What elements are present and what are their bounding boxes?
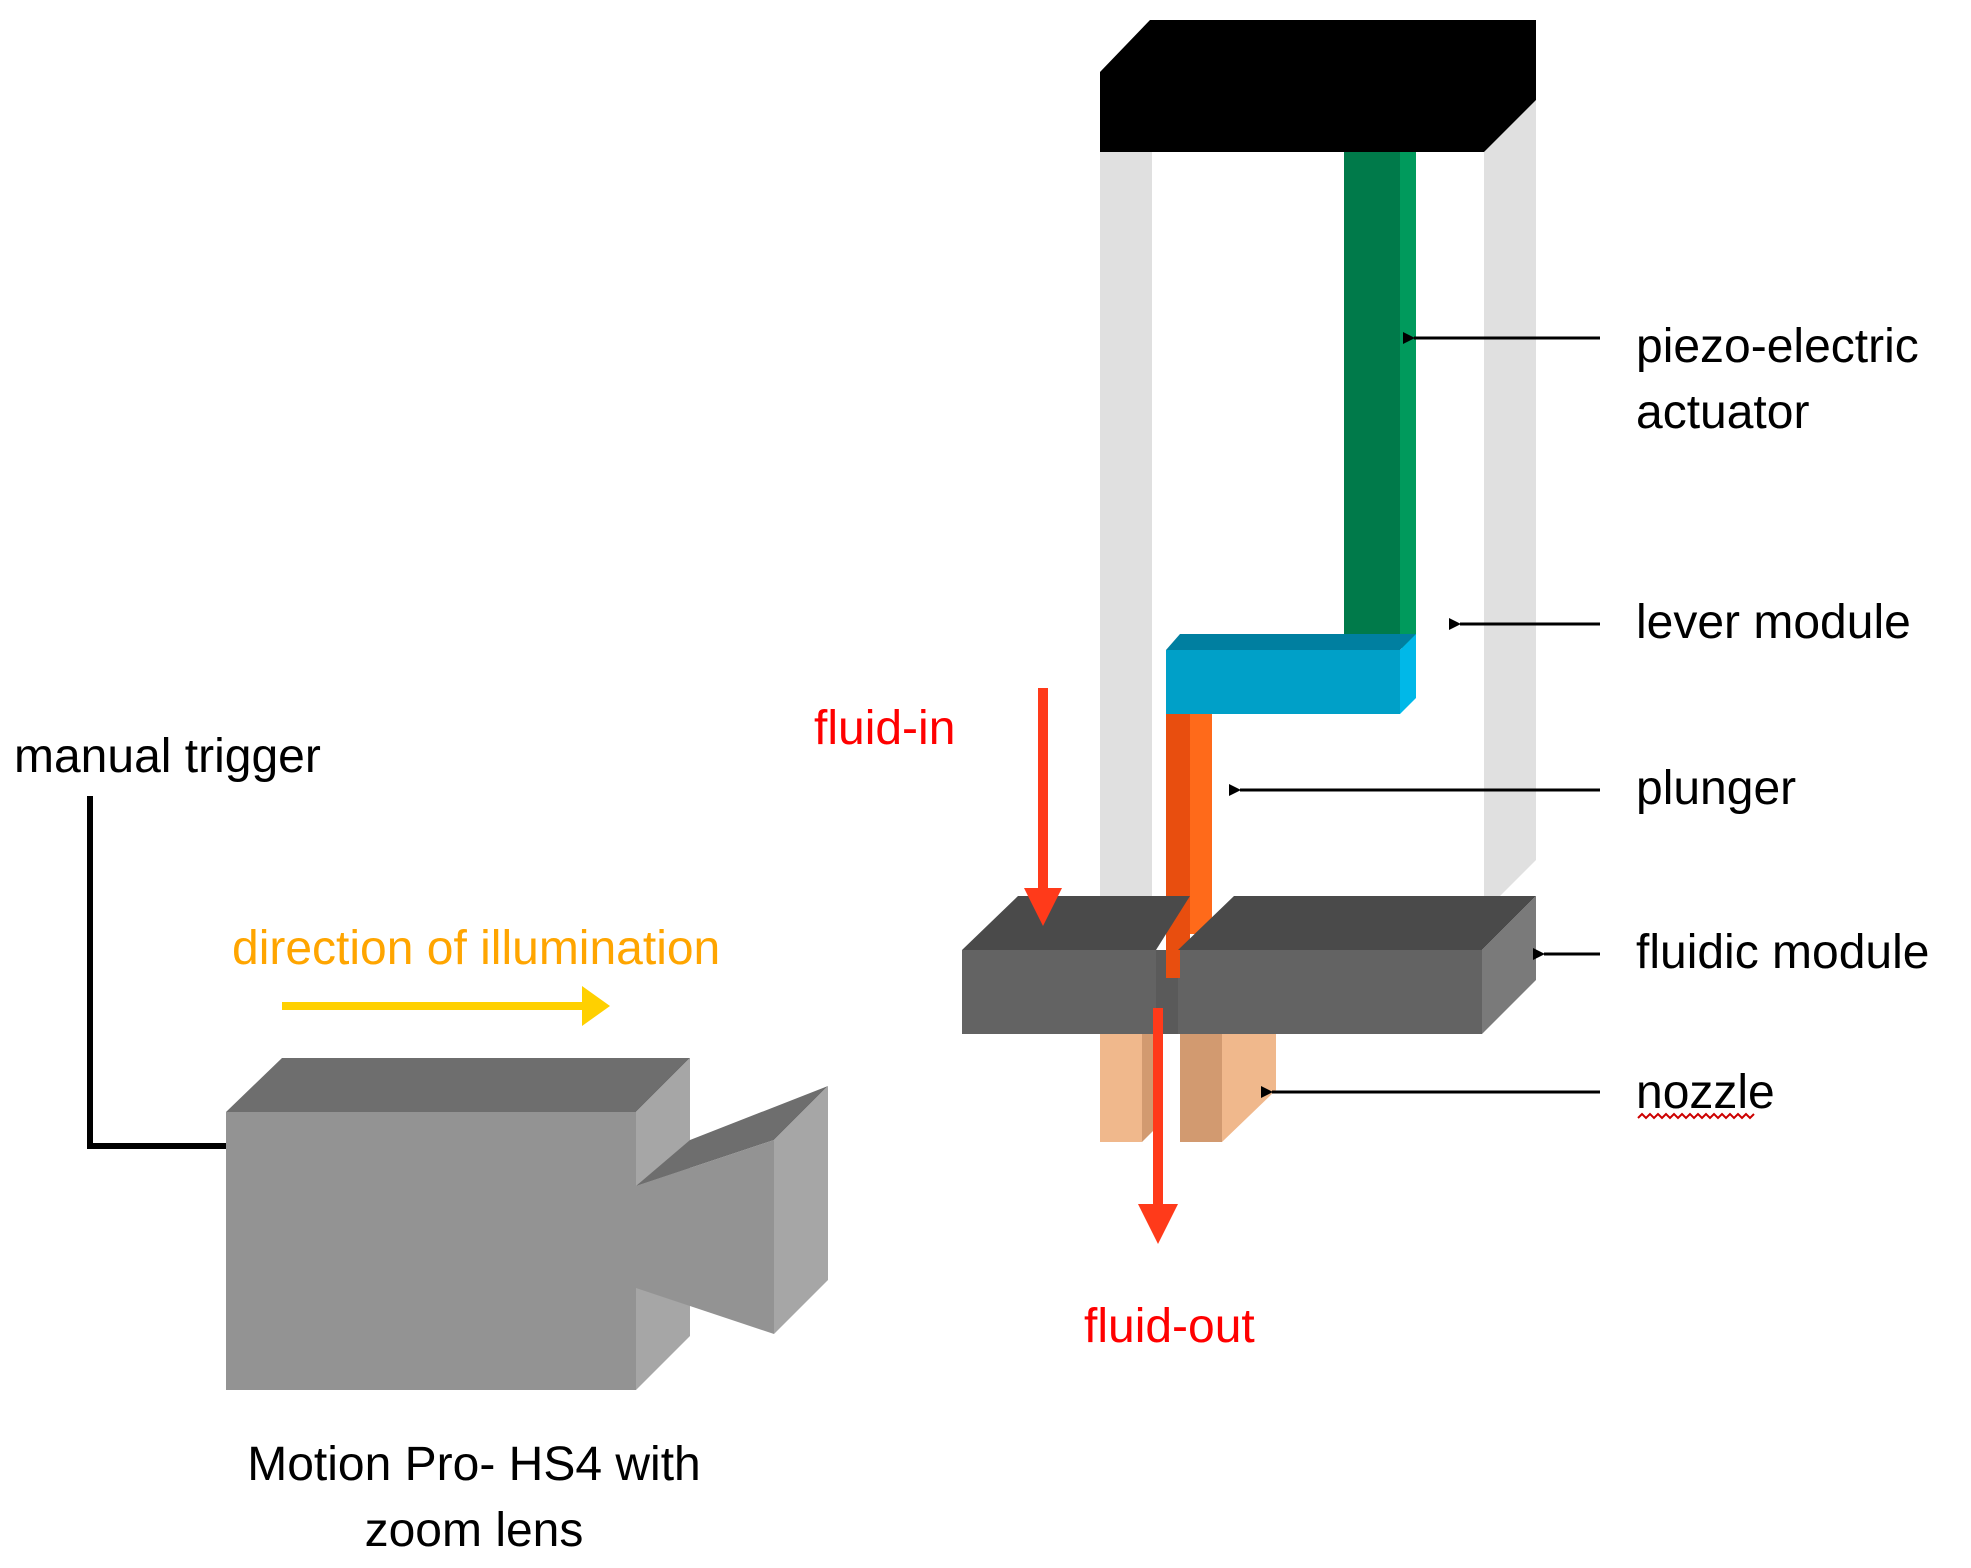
fluidic-module-right-side [1482, 896, 1536, 1034]
camera-label-line1: Motion Pro- HS4 with [247, 1438, 701, 1491]
piezo-label-line2: actuator [1636, 386, 1809, 439]
lever-module-label: lever module [1636, 596, 1911, 649]
fluid-out-label: fluid-out [1084, 1300, 1255, 1353]
plunger-label: plunger [1636, 762, 1796, 815]
nozzle-right-front [1180, 1034, 1222, 1142]
lever-module-front [1166, 650, 1400, 714]
illumination-arrow [282, 986, 610, 1026]
frame [1100, 20, 1536, 912]
plunger [1166, 714, 1212, 978]
plunger-side [1190, 714, 1212, 934]
camera-body-top [226, 1058, 690, 1112]
fluidic-module-label: fluidic module [1636, 926, 1929, 979]
manual-trigger-label: manual trigger [14, 730, 321, 783]
nozzle-left-front [1100, 1034, 1142, 1142]
illumination-label: direction of illumination [232, 922, 720, 975]
nozzle [1100, 1034, 1276, 1142]
lever-module-top [1166, 634, 1416, 650]
camera-lens-top [636, 1086, 828, 1186]
nozzle-right-side [1222, 1034, 1276, 1142]
fluidic-module-right-front [1178, 950, 1482, 1034]
fluidic-module-left-front [962, 950, 1156, 1034]
frame-left-post [1100, 152, 1152, 912]
piezo-label-line1: piezo-electric [1636, 320, 1919, 373]
frame-right-post [1484, 100, 1536, 912]
video-camera-icon [226, 1058, 828, 1390]
camera-body-front [226, 1112, 636, 1390]
plunger-lower [1166, 950, 1180, 978]
fluidic-module-left-top [962, 896, 1190, 950]
piezo-actuator-front [1344, 152, 1400, 652]
leader-arrows [1229, 332, 1600, 1098]
nozzle-label: nozzle [1636, 1066, 1775, 1119]
fluid-in-label: fluid-in [814, 702, 955, 755]
camera-lens-front [636, 1140, 774, 1334]
lever-module [1166, 634, 1416, 714]
frame-top-beam [1100, 20, 1536, 152]
lever-module-side [1400, 634, 1416, 714]
fluid-out-arrow [1138, 1008, 1178, 1244]
fluid-in-arrow [1024, 688, 1062, 926]
camera-label-line2: zoom lens [365, 1504, 584, 1557]
trigger-cable [87, 796, 226, 1149]
plunger-front [1166, 714, 1190, 978]
piezo-actuator [1344, 152, 1416, 652]
fluidic-module-right-top [1178, 896, 1536, 950]
camera-lens-side [774, 1086, 828, 1334]
fluidic-module [962, 896, 1536, 1034]
nozzle-spellcheck-underline [1637, 1112, 1755, 1120]
piezo-actuator-side [1400, 152, 1416, 648]
